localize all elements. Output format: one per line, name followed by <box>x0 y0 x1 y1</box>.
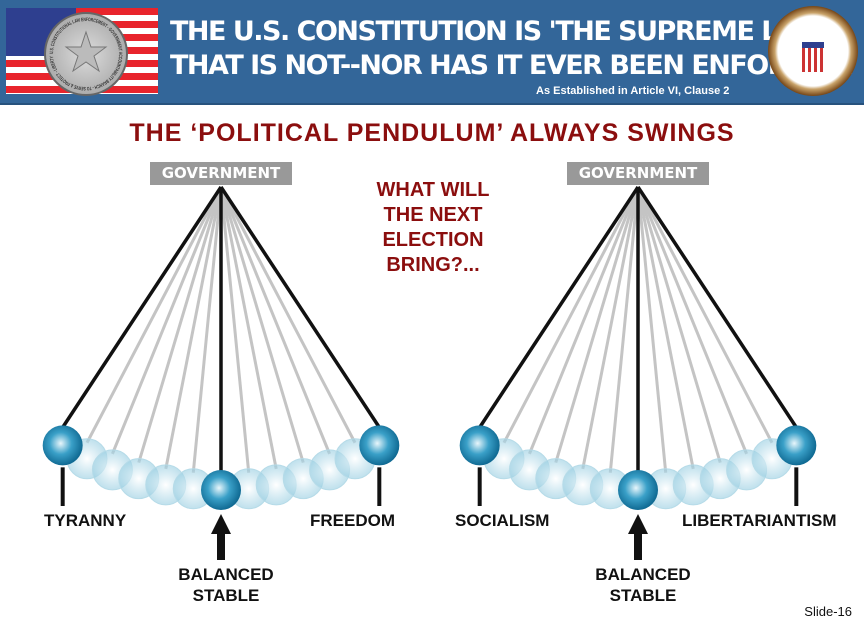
pendulum-string-ghost <box>219 186 305 464</box>
libertarianism-label: LIBERTARIANTISM <box>682 511 837 530</box>
us-flag-image: U.S. CONSTITUTIONAL LAW ENFORCEMENT - GO… <box>6 8 158 96</box>
pendulum-string-ghost <box>636 186 695 470</box>
pendulum-string-ghost <box>219 186 331 455</box>
pendulum-string-ghost <box>219 186 251 473</box>
right-government-label: GOVERNMENT <box>567 162 709 185</box>
question-line: ELECTION <box>382 229 484 251</box>
pendulum-ball <box>42 425 83 466</box>
left-government-label: GOVERNMENT <box>150 162 292 185</box>
pendulum-ball <box>618 470 658 510</box>
balanced-text: BALANCED <box>178 565 274 584</box>
question-line: BRING?... <box>386 254 480 276</box>
pendulum-string <box>478 186 640 429</box>
pendulum-string-ghost <box>111 186 223 455</box>
pendulum-string-ghost <box>636 186 748 455</box>
pendulum-string-ghost <box>528 186 640 455</box>
socialism-label: SOCIALISM <box>455 511 550 530</box>
pendulum-string-ghost <box>554 186 640 464</box>
banner-title-line-1: THE U.S. CONSTITUTION IS 'THE SUPREME LA… <box>170 16 832 47</box>
pendulum-string <box>636 186 798 429</box>
pendulum-string-ghost <box>636 186 774 444</box>
great-seal-image <box>768 6 858 96</box>
pendulum-string-ghost <box>191 186 223 473</box>
balanced-text: BALANCED <box>595 565 691 584</box>
law-enforcement-badge: U.S. CONSTITUTIONAL LAW ENFORCEMENT - GO… <box>44 12 128 96</box>
pendulum-ball <box>359 425 400 466</box>
header-banner: U.S. CONSTITUTIONAL LAW ENFORCEMENT - GO… <box>0 0 864 105</box>
slide-number: Slide-16 <box>804 604 852 619</box>
pendulum-string-ghost <box>137 186 223 464</box>
pendulum-string <box>61 186 223 429</box>
pendulum-string-ghost <box>85 186 223 444</box>
pendulum-string-ghost <box>581 186 640 470</box>
pendulum-string <box>219 186 381 429</box>
tyranny-label: TYRANNY <box>44 511 127 530</box>
slide-heading: THE ‘POLITICAL PENDULUM’ ALWAYS SWINGS <box>129 119 735 147</box>
question-line: THE NEXT <box>383 204 483 226</box>
up-arrow-icon <box>211 514 231 560</box>
pendulum-string-ghost <box>164 186 223 470</box>
pendulum-string-ghost <box>636 186 668 473</box>
stable-text: STABLE <box>192 586 260 605</box>
pendulum-string-ghost <box>502 186 640 444</box>
pendulum-string-ghost <box>219 186 357 444</box>
freedom-label: FREEDOM <box>310 511 395 530</box>
right-balanced-label: BALANCED STABLE <box>573 564 713 606</box>
left-balanced-label: BALANCED STABLE <box>156 564 296 606</box>
banner-subtitle: As Established in Article VI, Clause 2 <box>536 85 730 97</box>
banner-title-line-2: THAT IS NOT--NOR HAS IT EVER BEEN ENFORC… <box>170 50 856 81</box>
pendulum-ball <box>201 470 241 510</box>
stable-text: STABLE <box>609 586 677 605</box>
pendulum-ball <box>776 425 817 466</box>
election-question: WHAT WILL THE NEXT ELECTION BRING?... <box>340 178 526 278</box>
question-line: WHAT WILL <box>376 179 490 201</box>
pendulum-string-ghost <box>636 186 722 464</box>
pendulum-ball <box>459 425 500 466</box>
pendulum-string-ghost <box>608 186 640 473</box>
up-arrow-icon <box>628 514 648 560</box>
pendulum-string-ghost <box>219 186 278 470</box>
